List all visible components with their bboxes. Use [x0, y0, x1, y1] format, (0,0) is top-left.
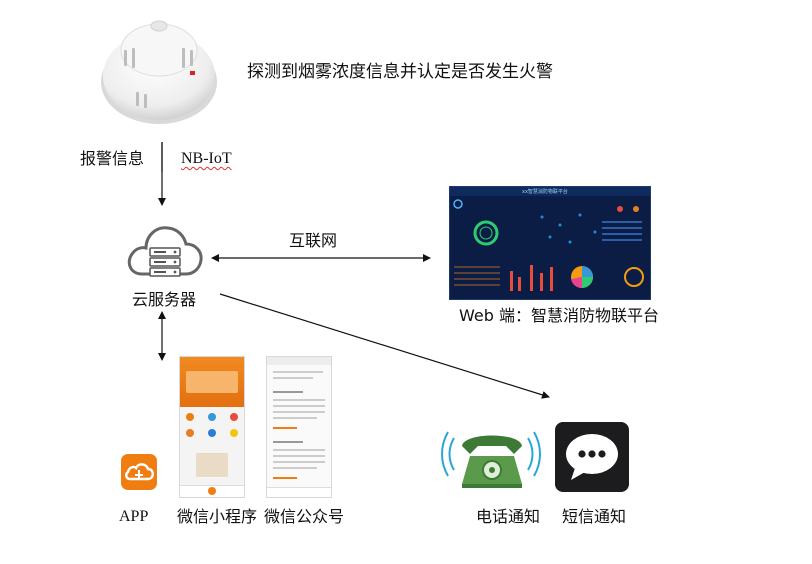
sms-app-icon	[555, 422, 629, 492]
web-dashboard-screenshot: xx智慧消防物联平台	[449, 186, 651, 300]
sms-notify-label: 短信通知	[562, 507, 627, 526]
web-label: Web 端：智慧消防物联平台	[459, 306, 659, 325]
app-label: APP	[119, 508, 149, 525]
internet-label: 互联网	[289, 231, 338, 250]
uplink-label-right: NB-IoT	[181, 150, 232, 167]
smoke-detector-icon	[101, 20, 217, 124]
app-icon	[121, 454, 157, 490]
detector-caption: 探测到烟雾浓度信息并认定是否发生火警	[247, 62, 553, 82]
phone-notify-label: 电话通知	[476, 507, 541, 526]
miniprogram-screenshot	[179, 356, 245, 498]
cloud-label: 云服务器	[132, 290, 197, 309]
web-dashboard-title: xx智慧消防物联平台	[522, 189, 568, 195]
cloud-server-icon	[127, 226, 203, 277]
notify-arrow	[219, 293, 550, 399]
official-account-screenshot	[266, 356, 332, 498]
miniprogram-label: 微信小程序	[177, 507, 258, 526]
telephone-icon	[441, 431, 541, 488]
uplink-label-left: 报警信息	[80, 149, 145, 168]
official-account-label: 微信公众号	[264, 507, 345, 526]
